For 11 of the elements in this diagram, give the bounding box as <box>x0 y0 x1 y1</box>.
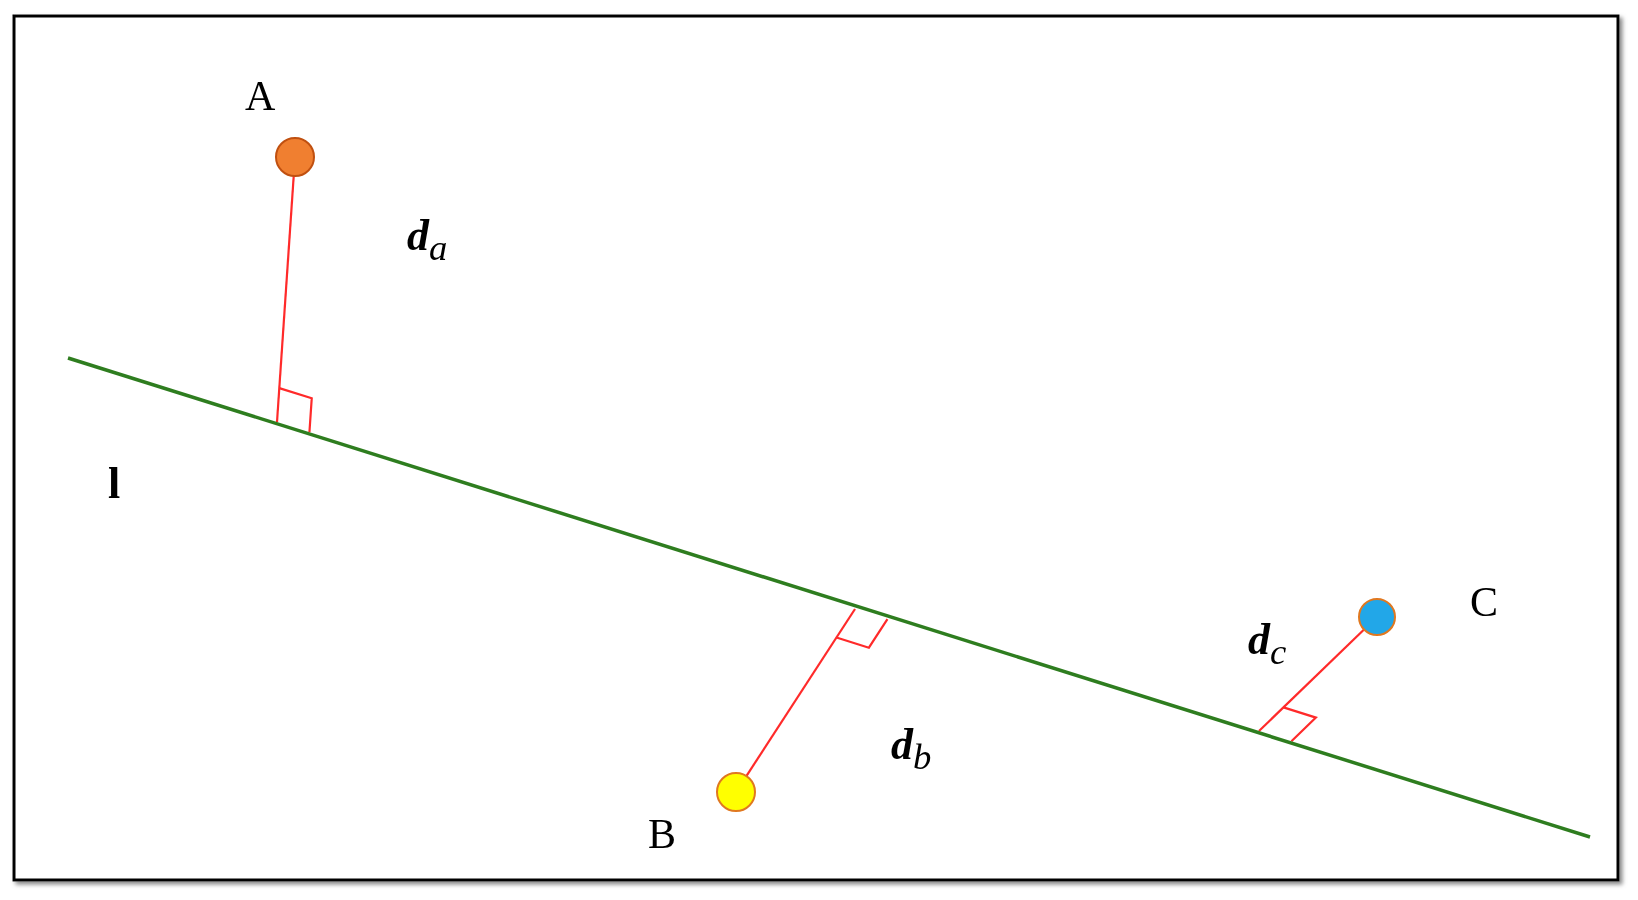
line-label: l <box>108 462 121 506</box>
distance-label: d$_{a}$ <box>407 214 448 267</box>
point-label: A <box>245 75 276 117</box>
point-dot <box>275 137 315 177</box>
distance-label: d$_{b}$ <box>891 723 932 776</box>
point-label: B <box>648 813 676 855</box>
perpendicular-line <box>275 175 295 423</box>
perpendicular-line <box>1258 628 1365 732</box>
perpendicular-line <box>745 608 856 777</box>
distance-label: d$_{c}$ <box>1248 618 1287 671</box>
point-label: C <box>1470 581 1498 623</box>
